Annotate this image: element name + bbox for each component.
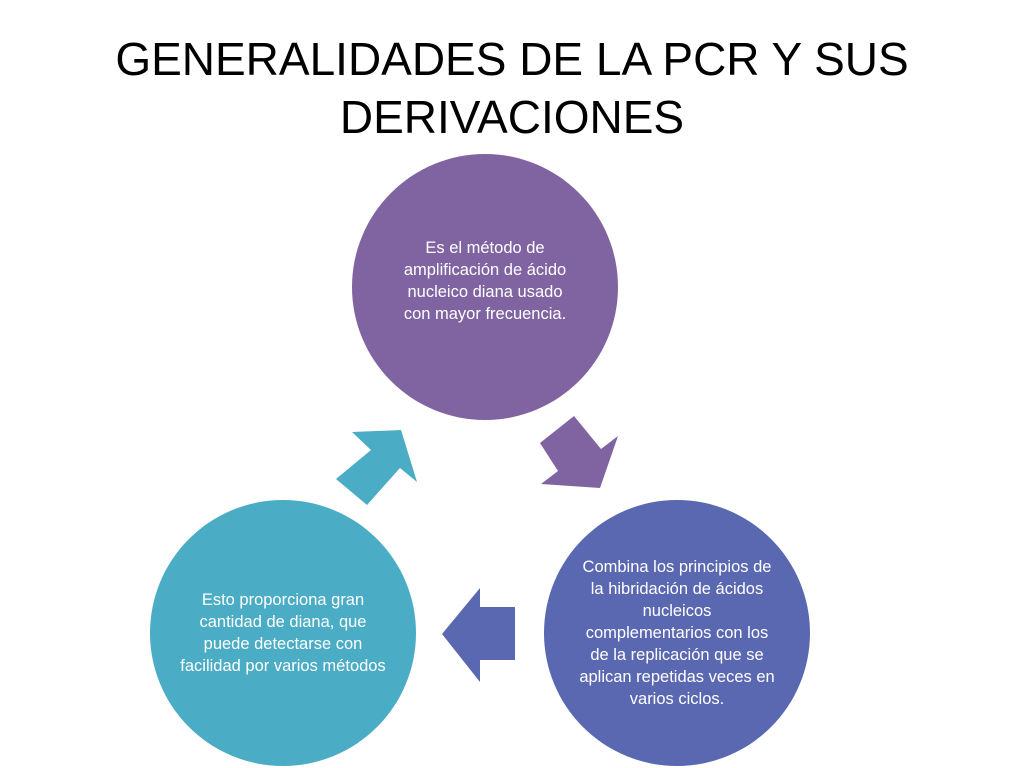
cycle-node-text: Combina los principios de la hibridación… [579,558,775,708]
arrow-shape [540,416,618,488]
cycle-node-principles: Combina los principios de la hibridación… [544,500,810,766]
slide-title: GENERALIDADES DE LA PCR Y SUS DERIVACION… [115,33,909,143]
cycle-node-pcr-definition: Es el método de amplificación de ácido n… [352,154,618,420]
cycle-node-text: Esto proporciona gran cantidad de diana,… [180,591,386,675]
cycle-node-result: Esto proporciona gran cantidad de diana,… [150,500,416,766]
arrow-shape [336,430,417,505]
cycle-node-text: Es el método de amplificación de ácido n… [403,239,567,323]
arrow-shape [442,588,515,682]
